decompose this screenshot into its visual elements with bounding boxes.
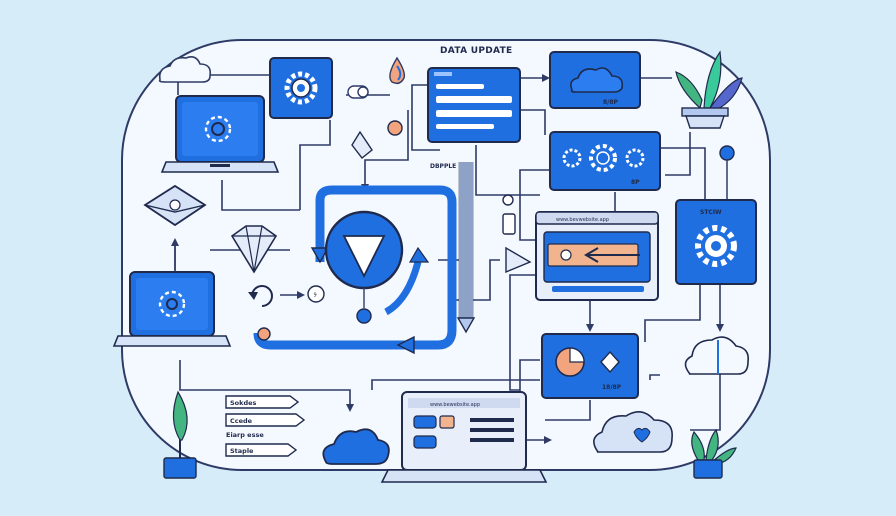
droplet-icon [389, 56, 406, 85]
counter-badge: 9 [307, 285, 325, 303]
diagram-title: DATA UPDATE [440, 46, 513, 56]
central-loop [253, 185, 457, 355]
plant-top-right [675, 50, 743, 129]
gear-icon [284, 71, 318, 105]
cloud-right-icon [684, 336, 750, 375]
node-dot [356, 308, 372, 324]
refresh-icon [248, 285, 273, 307]
curve-arrow-icon [384, 261, 422, 316]
legend-item-1: Sokdes [225, 395, 300, 409]
cloud-icon [158, 56, 212, 83]
chart-box[interactable]: 18/8P [541, 333, 639, 399]
gears-box[interactable]: 8P [549, 131, 661, 191]
settings-label: STCIW [700, 209, 722, 216]
plant-bottom-right [691, 428, 737, 479]
svg-text:9: 9 [314, 293, 317, 299]
orange-dot [387, 120, 403, 136]
url-bottom: www.bewebsite.app [430, 402, 480, 408]
pipe [456, 162, 476, 334]
gear-box-top[interactable] [269, 57, 333, 119]
gear-tag: 8P [631, 179, 640, 186]
cloud-heart-icon [593, 411, 673, 453]
laptop-left[interactable] [112, 271, 232, 347]
legend-item-3: Eiarp esse [226, 431, 264, 439]
legend-item-2: Ccede [225, 413, 306, 427]
double-label: DBPPLE [430, 163, 456, 170]
svg-text:Ccede: Ccede [230, 417, 253, 425]
envelope-diamond-icon [143, 184, 207, 227]
chart-tag: 18/8P [602, 384, 622, 391]
laptop-bottom[interactable]: www.bewebsite.app [380, 391, 548, 483]
svg-text:Staple: Staple [230, 447, 254, 455]
settings-box[interactable]: STCIW [675, 199, 757, 285]
plant-bottom-left [163, 390, 197, 479]
form-window[interactable] [427, 67, 521, 143]
svg-text:Sokdes: Sokdes [230, 399, 257, 407]
pin-icon [719, 145, 735, 161]
legend-item-4: Staple [225, 443, 298, 457]
cloud-bottom-icon [322, 428, 390, 465]
connector-dot [502, 194, 514, 206]
laptop-top-left[interactable] [160, 95, 280, 173]
storage-tag: 8/8P [603, 99, 619, 106]
crystal-icon [230, 225, 278, 274]
small-crystal-icon [351, 130, 373, 159]
url-top: www.bevwebsite.app [556, 217, 609, 223]
browser-window-right[interactable]: www.bevwebsite.app [535, 211, 659, 301]
cloud-storage-box[interactable]: 8/8P [549, 51, 641, 109]
toggle-icon [347, 85, 369, 99]
legend: Sokdes Ccede Eiarp esse Staple [225, 395, 306, 457]
doc-icon [502, 213, 516, 235]
play-button-icon[interactable] [324, 210, 404, 290]
filter-icon [505, 246, 532, 274]
